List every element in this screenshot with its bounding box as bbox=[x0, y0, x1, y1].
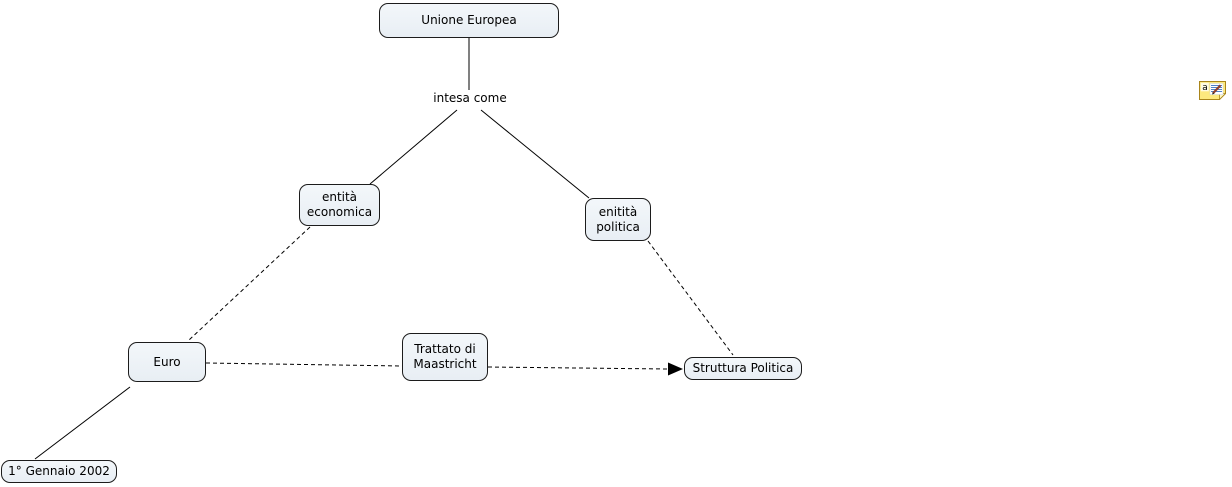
letter-badge bbox=[1200, 82, 1209, 92]
annotation-note-icon[interactable]: a bbox=[1199, 81, 1227, 101]
connector-euro-trattato[interactable] bbox=[205, 362, 403, 367]
connector-economica-euro[interactable] bbox=[188, 226, 311, 341]
pencil-tip-shape bbox=[1212, 92, 1215, 95]
concept-node-trattato-maastricht[interactable]: Trattato di Maastricht bbox=[402, 333, 488, 381]
connector-intesa-politica[interactable] bbox=[480, 109, 590, 199]
connector-intesa-economica[interactable] bbox=[369, 109, 458, 185]
connector-trattato-struttura[interactable] bbox=[487, 366, 668, 370]
concept-node-struttura-politica[interactable]: Struttura Politica bbox=[684, 357, 802, 380]
arrowhead-icon bbox=[668, 362, 683, 376]
concept-node-gennaio-2002[interactable]: 1° Gennaio 2002 bbox=[1, 460, 117, 483]
connector-gennaio-euro[interactable] bbox=[34, 386, 131, 460]
concept-node-unione-europea[interactable]: Unione Europea bbox=[379, 3, 559, 38]
connector-politica-struttura[interactable] bbox=[647, 240, 734, 356]
pencil-icon bbox=[1212, 84, 1222, 94]
linking-phrase-intesa-come[interactable]: intesa come bbox=[432, 91, 508, 105]
annotation-note-icon-art: a bbox=[1199, 81, 1227, 101]
concept-node-euro[interactable]: Euro bbox=[128, 342, 206, 382]
concept-node-enitita-politica[interactable]: enitità politica bbox=[585, 198, 651, 241]
concept-node-entita-economica[interactable]: entità economica bbox=[299, 184, 380, 226]
letter-a-glyph: a bbox=[1202, 83, 1208, 93]
